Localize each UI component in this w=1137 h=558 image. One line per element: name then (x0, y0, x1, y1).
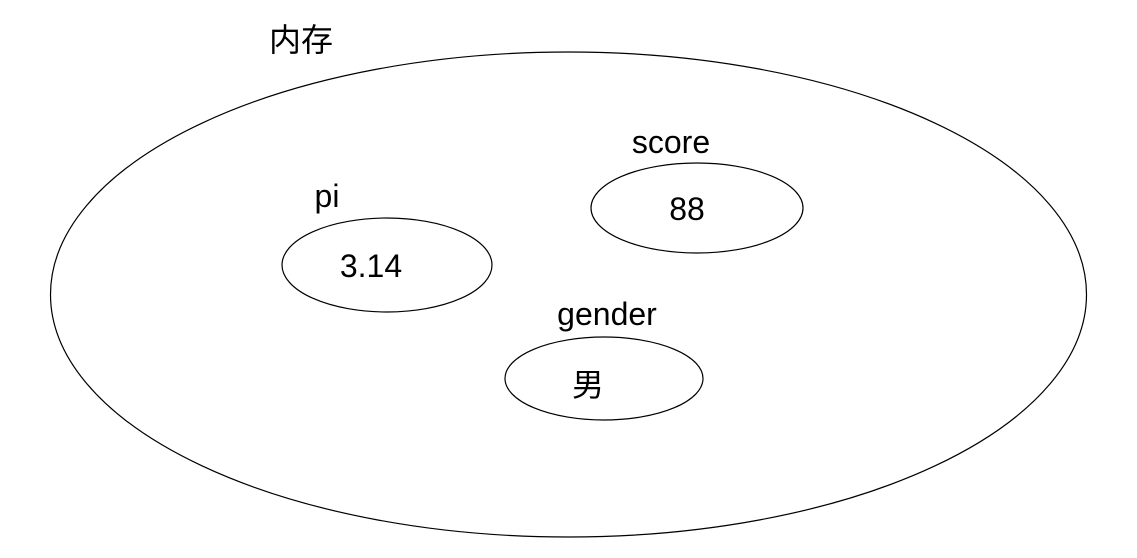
variable-name-gender: gender (557, 296, 657, 332)
variable-value-gender: 男 (571, 367, 605, 403)
variable-value-score: 88 (669, 191, 705, 227)
variable-name-pi: pi (314, 178, 340, 214)
gender-ellipse (504, 336, 704, 421)
memory-title: 内存 (268, 22, 334, 58)
variable-value-pi: 3.14 (339, 248, 403, 284)
pi-ellipse (281, 217, 493, 313)
variable-name-score: score (631, 124, 711, 160)
score-ellipse (590, 162, 804, 254)
memory-ellipse (49, 51, 1088, 538)
